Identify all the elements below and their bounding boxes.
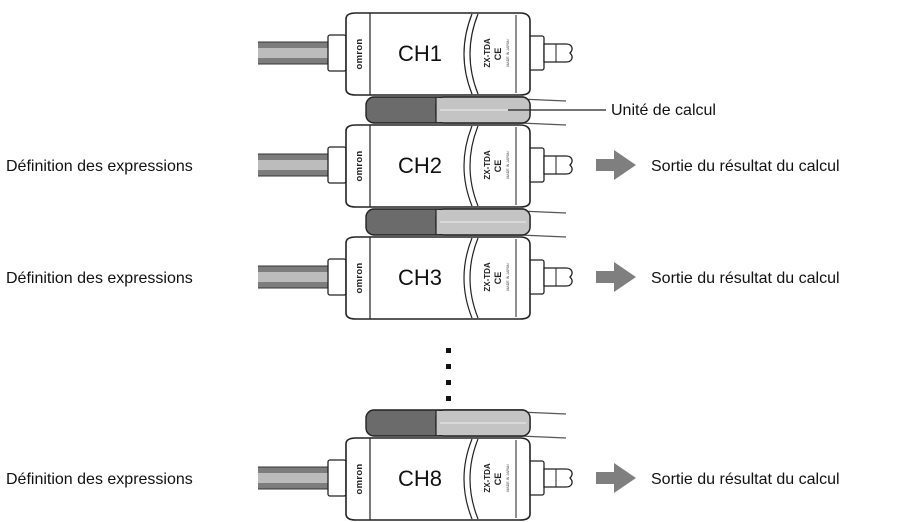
ce-mark: CE [493, 160, 503, 173]
output-cable [543, 468, 573, 488]
output-label: Sortie du résultat du calcul [651, 270, 840, 287]
ellipsis-dot [446, 364, 451, 369]
ellipsis-dot [446, 380, 451, 385]
channel-label: CH8 [398, 466, 442, 491]
unit-body [345, 437, 531, 521]
input-connector [327, 258, 347, 296]
made-in-label: MADE IN JAPAN [506, 263, 510, 291]
front-panel-arc [463, 438, 473, 520]
unit-body [345, 124, 531, 208]
calculation-unit [365, 208, 567, 238]
ce-mark: CE [493, 272, 503, 285]
brand-logo: omron [354, 150, 365, 181]
calculation-unit [365, 96, 567, 126]
brand-logo: omron [354, 463, 365, 494]
calc-unit-label: Unité de calcul [611, 102, 716, 119]
output-label: Sortie du résultat du calcul [651, 471, 840, 488]
input-label: Définition des expressions [6, 158, 193, 175]
calculation-unit-tab [519, 234, 567, 238]
output-cable [543, 267, 573, 287]
output-arrow [596, 150, 636, 180]
input-label: Définition des expressions [6, 270, 193, 287]
made-in-label: MADE IN JAPAN [506, 464, 510, 492]
input-cable-core [258, 160, 340, 170]
model-label: ZX-TDA [483, 463, 492, 493]
calculation-unit-tab [519, 435, 567, 439]
input-label: Définition des expressions [6, 471, 193, 488]
calculation-unit [365, 409, 567, 439]
front-panel-arc [463, 13, 473, 95]
input-cable-core [258, 48, 340, 58]
channel-label: CH2 [398, 153, 442, 178]
brand-logo: omron [354, 38, 365, 69]
front-panel-arc [469, 13, 479, 95]
output-cable [543, 43, 573, 63]
calculation-unit-tab [519, 122, 567, 126]
input-connector [327, 146, 347, 184]
output-label: Sortie du résultat du calcul [651, 158, 840, 175]
ce-mark: CE [493, 48, 503, 61]
channel-label: CH3 [398, 265, 442, 290]
input-cable-core [258, 272, 340, 282]
brand-logo: omron [354, 262, 365, 293]
front-panel-arc [463, 237, 473, 319]
front-panel-arc [469, 237, 479, 319]
front-panel-arc [463, 125, 473, 207]
model-label: ZX-TDA [483, 38, 492, 68]
ellipsis-dot [446, 348, 451, 353]
output-cable [543, 155, 573, 175]
input-cable-core [258, 473, 340, 483]
output-arrow [596, 463, 636, 493]
unit-body [345, 12, 531, 96]
input-connector [327, 34, 347, 72]
model-label: ZX-TDA [483, 262, 492, 292]
front-panel-arc [469, 438, 479, 520]
model-label: ZX-TDA [483, 150, 492, 180]
ellipsis-dot [446, 396, 451, 401]
front-panel-arc [469, 125, 479, 207]
made-in-label: MADE IN JAPAN [506, 39, 510, 67]
unit-body [345, 236, 531, 320]
output-arrow [596, 262, 636, 292]
made-in-label: MADE IN JAPAN [506, 151, 510, 179]
input-connector [327, 459, 347, 497]
ce-mark: CE [493, 473, 503, 486]
channel-label: CH1 [398, 41, 442, 66]
